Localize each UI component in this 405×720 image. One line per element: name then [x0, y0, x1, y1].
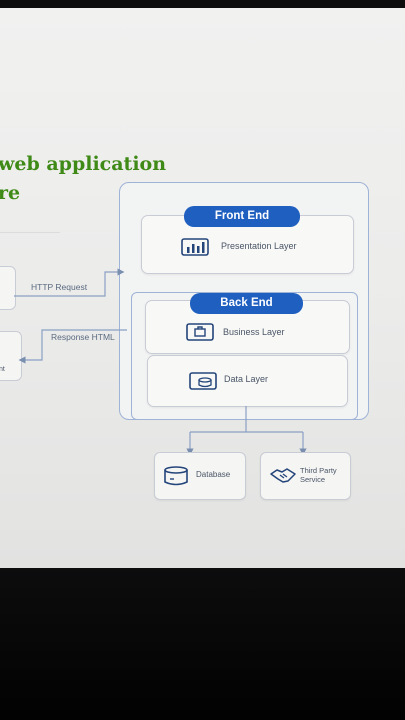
back-end-badge: Back End	[190, 293, 303, 314]
third-party-label: Third Party Service	[300, 466, 337, 484]
diagram-title-line-2: re	[0, 182, 21, 204]
database-label: Database	[196, 470, 231, 479]
handshake-icon	[270, 466, 296, 491]
connector-lines	[14, 268, 307, 456]
http-request-label: HTTP Request	[31, 282, 88, 292]
faint-rule	[0, 232, 60, 233]
response-arrow	[18, 329, 127, 364]
client-box-bottom: nt	[0, 331, 22, 381]
database-icon	[163, 466, 189, 491]
back-end-frame	[131, 292, 358, 420]
database-box	[154, 452, 246, 500]
http-request-arrow	[14, 268, 125, 297]
front-end-badge: Front End	[184, 206, 300, 227]
client-box-top	[0, 266, 16, 310]
data-layer-icon	[189, 371, 217, 396]
data-layer-box	[147, 355, 348, 407]
data-layer-label: Data Layer	[224, 374, 269, 384]
screen: web application re nt Front End Presenta…	[0, 8, 405, 568]
third-party-box	[260, 452, 351, 500]
presentation-icon	[181, 237, 209, 262]
business-layer-label: Business Layer	[223, 327, 285, 337]
top-bezel	[0, 0, 405, 10]
client-label: nt	[0, 366, 5, 373]
business-icon	[186, 322, 214, 347]
response-html-label: Response HTML	[51, 332, 115, 342]
presentation-layer-label: Presentation Layer	[221, 241, 297, 251]
diagram-title-line-1: web application	[0, 153, 167, 175]
bottom-bezel	[0, 568, 405, 720]
